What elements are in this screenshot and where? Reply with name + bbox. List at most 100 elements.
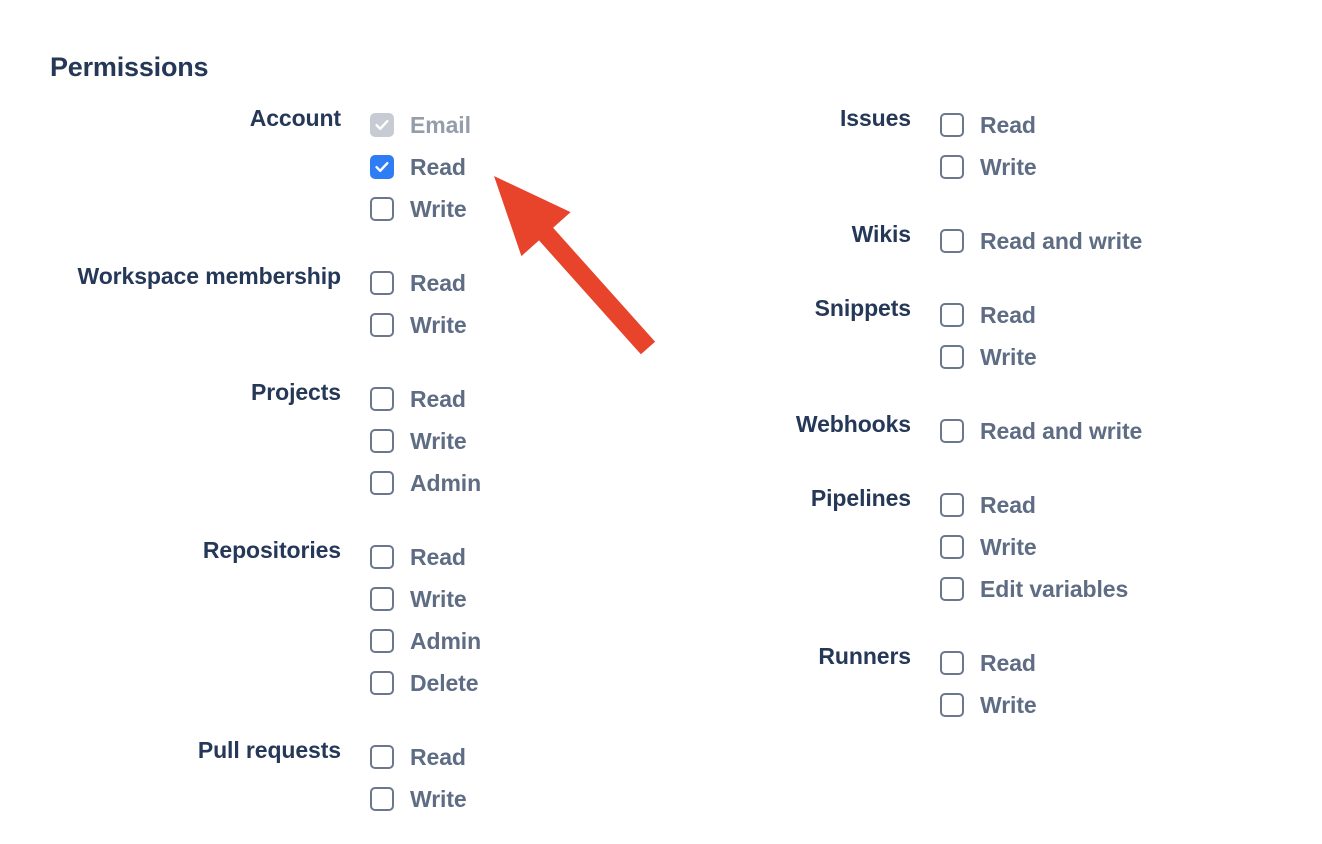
permission-option-label: Admin [410, 469, 482, 496]
permission-option[interactable]: Email [370, 104, 660, 146]
checkbox-unchecked-icon[interactable] [940, 693, 964, 717]
checkbox-unchecked-icon[interactable] [370, 313, 394, 337]
checkbox-checked-icon[interactable] [370, 155, 394, 179]
checkbox-unchecked-icon[interactable] [370, 197, 394, 221]
checkbox-unchecked-icon[interactable] [370, 545, 394, 569]
permission-option[interactable]: Read [370, 378, 660, 420]
permission-option[interactable]: Read [370, 262, 660, 304]
permission-option-label: Write [410, 585, 467, 612]
permission-option-label: Read [980, 301, 1036, 328]
permission-option[interactable]: Delete [370, 662, 660, 704]
checkbox-unchecked-icon[interactable] [370, 629, 394, 653]
checkbox-unchecked-icon[interactable] [940, 535, 964, 559]
checkbox-unchecked-icon[interactable] [370, 587, 394, 611]
checkbox-unchecked-icon[interactable] [370, 671, 394, 695]
permission-option[interactable]: Read [370, 536, 660, 578]
checkbox-unchecked-icon[interactable] [940, 113, 964, 137]
permission-option-label: Read [410, 385, 466, 412]
permission-option[interactable]: Write [370, 188, 660, 230]
checkbox-disabled-checked-icon [370, 113, 394, 137]
permission-option[interactable]: Write [370, 420, 660, 462]
permission-option[interactable]: Write [940, 336, 1310, 378]
permission-option[interactable]: Write [370, 578, 660, 620]
permission-option[interactable]: Write [940, 684, 1310, 726]
permission-option-label: Read and write [980, 227, 1143, 254]
checkbox-unchecked-icon[interactable] [370, 471, 394, 495]
checkbox-unchecked-icon[interactable] [940, 303, 964, 327]
permission-option-label: Email [410, 111, 471, 138]
permission-option[interactable]: Admin [370, 462, 660, 504]
permission-option-label: Delete [410, 669, 479, 696]
permission-option[interactable]: Read [940, 484, 1310, 526]
permission-option-label: Read [410, 269, 466, 296]
page-title: Permissions [50, 52, 209, 82]
checkbox-unchecked-icon[interactable] [940, 493, 964, 517]
permission-option-label: Read [980, 111, 1036, 138]
permission-option-label: Read [410, 743, 466, 770]
permission-group-label: Issues [839, 105, 911, 131]
permission-option[interactable]: Write [940, 146, 1310, 188]
permission-option[interactable]: Read [940, 104, 1310, 146]
permission-group-label: Pipelines [810, 485, 911, 511]
permission-option-label: Read [410, 153, 466, 180]
permission-group-label: Projects [251, 379, 341, 405]
checkbox-unchecked-icon[interactable] [370, 387, 394, 411]
permission-group-label: Pull requests [197, 737, 341, 763]
permission-option-label: Read [410, 543, 466, 570]
permission-option[interactable]: Write [940, 526, 1310, 568]
permission-option-label: Write [980, 691, 1037, 718]
permission-group-label: Account [249, 105, 341, 131]
permission-option-label: Read [980, 649, 1036, 676]
permission-option-label: Admin [410, 627, 482, 654]
permission-option[interactable]: Write [370, 778, 660, 820]
permission-option-label: Write [410, 427, 467, 454]
permission-option-label: Read and write [980, 417, 1143, 444]
checkbox-unchecked-icon[interactable] [940, 345, 964, 369]
permission-option[interactable]: Write [370, 304, 660, 346]
checkbox-unchecked-icon[interactable] [370, 745, 394, 769]
checkbox-unchecked-icon[interactable] [370, 271, 394, 295]
checkbox-unchecked-icon[interactable] [370, 787, 394, 811]
permission-group-label: Repositories [202, 537, 341, 563]
permission-option-label: Write [410, 785, 467, 812]
permission-option-label: Write [980, 343, 1037, 370]
permission-group-label: Workspace membership [77, 263, 342, 289]
permission-option-list: Read and write [911, 220, 1310, 262]
checkbox-unchecked-icon[interactable] [940, 419, 964, 443]
permission-option[interactable]: Edit variables [940, 568, 1310, 610]
permission-option[interactable]: Read and write [940, 410, 1310, 452]
checkbox-unchecked-icon[interactable] [940, 155, 964, 179]
checkbox-unchecked-icon[interactable] [940, 651, 964, 675]
checkbox-unchecked-icon[interactable] [940, 577, 964, 601]
permission-option[interactable]: Read [370, 146, 660, 188]
permission-option-list: Read and write [911, 410, 1310, 452]
permission-option[interactable]: Read [370, 736, 660, 778]
checkbox-unchecked-icon[interactable] [940, 229, 964, 253]
permission-option[interactable]: Admin [370, 620, 660, 662]
permission-option[interactable]: Read [940, 294, 1310, 336]
permission-option-label: Edit variables [980, 575, 1129, 602]
permission-option-label: Write [980, 533, 1037, 560]
checkbox-unchecked-icon[interactable] [370, 429, 394, 453]
permission-option-label: Read [980, 491, 1036, 518]
permission-option[interactable]: Read and write [940, 220, 1310, 262]
permission-option[interactable]: Read [940, 642, 1310, 684]
